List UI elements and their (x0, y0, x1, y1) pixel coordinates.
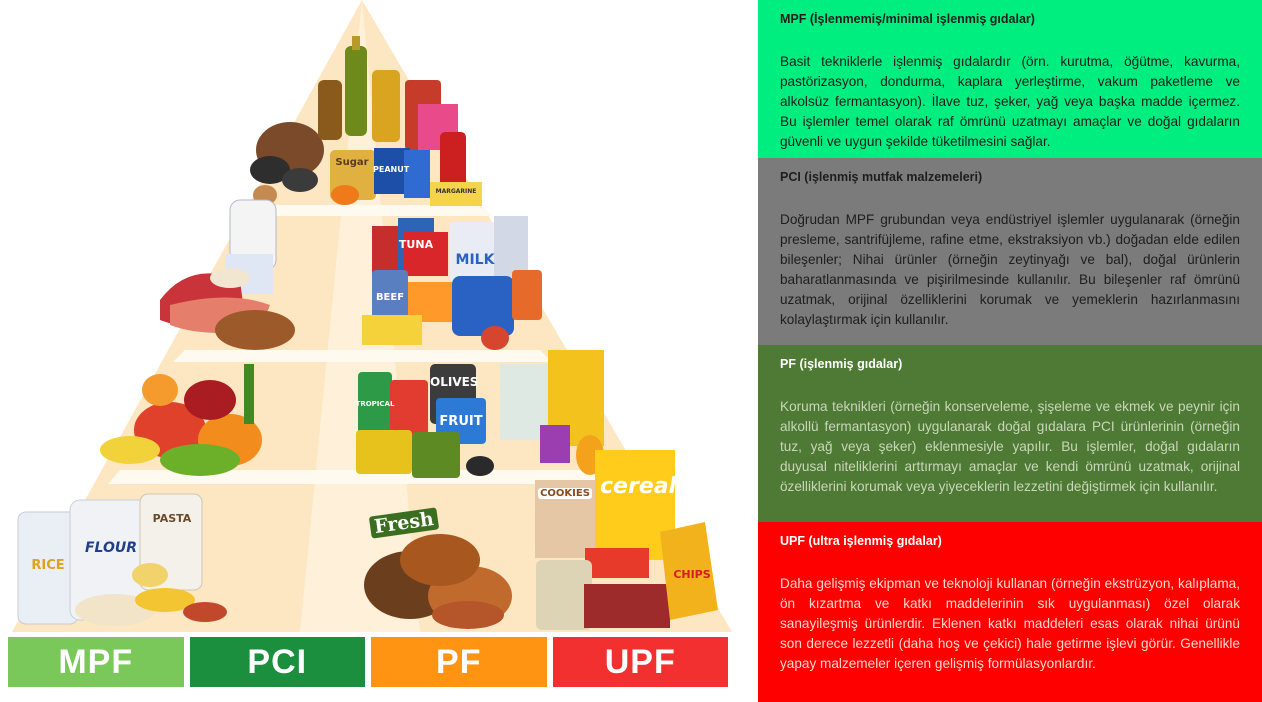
legend-upf: UPF (552, 637, 728, 687)
shelf-3 (108, 470, 618, 484)
chips-label: CHIPS (673, 568, 711, 581)
panel-mpf-title: MPF (İşlenmemiş/minimal işlenmiş gıdalar… (780, 12, 1035, 26)
panel-upf-title: UPF (ultra işlenmiş gıdalar) (780, 534, 942, 548)
rice-label: RICE (31, 558, 65, 573)
tuna-label: TUNA (398, 238, 434, 251)
shelf-1 (232, 205, 492, 216)
cookies-label: COOKIES (538, 488, 592, 499)
panel-mpf: MPF (İşlenmemiş/minimal işlenmiş gıdalar… (758, 0, 1262, 158)
milk-label: MILK (455, 252, 495, 268)
olives-label: OLIVES (430, 375, 479, 389)
panel-pf-body: Koruma teknikleri (örneğin konserveleme,… (780, 399, 1240, 494)
pasta-label: PASTA (152, 512, 192, 525)
panel-pf-title: PF (işlenmiş gıdalar) (780, 357, 903, 371)
sugar-label: Sugar (335, 157, 369, 168)
tropical-label: TROPICAL (355, 400, 395, 408)
legend-pci: PCI (189, 637, 365, 687)
panel-mpf-body: Basit tekniklerle işlenmiş gıdalardır (ö… (780, 54, 1240, 149)
food-pyramid: Sugar PEANUT MARGARINE TUNA MILK BEEF OL… (8, 0, 732, 687)
margarine-label: MARGARINE (435, 188, 477, 195)
category-legend: MPF PCI PF UPF (8, 637, 728, 687)
category-panels: MPF (İşlenmemiş/minimal işlenmiş gıdalar… (758, 0, 1262, 702)
panel-upf-body: Daha gelişmiş ekipman ve teknoloji kulla… (780, 576, 1240, 671)
shelf-2 (173, 350, 552, 362)
fruit-label: FRUIT (439, 414, 483, 429)
flour-label: FLOUR (84, 540, 138, 556)
panel-pci: PCI (işlenmiş mutfak malzemeleri) Doğrud… (758, 158, 1262, 345)
panel-pci-title: PCI (işlenmiş mutfak malzemeleri) (780, 170, 983, 184)
panel-upf: UPF (ultra işlenmiş gıdalar) Daha gelişm… (758, 522, 1262, 702)
peanut-label: PEANUT (373, 165, 410, 174)
panel-pf: PF (işlenmiş gıdalar) Koruma teknikleri … (758, 345, 1262, 522)
legend-pf: PF (371, 637, 547, 687)
pyramid-illustration (12, 0, 732, 632)
beef-label: BEEF (375, 292, 405, 303)
legend-mpf: MPF (8, 637, 184, 687)
panel-pci-body: Doğrudan MPF grubundan veya endüstriyel … (780, 212, 1240, 327)
cereal-label: cereal (600, 474, 677, 499)
